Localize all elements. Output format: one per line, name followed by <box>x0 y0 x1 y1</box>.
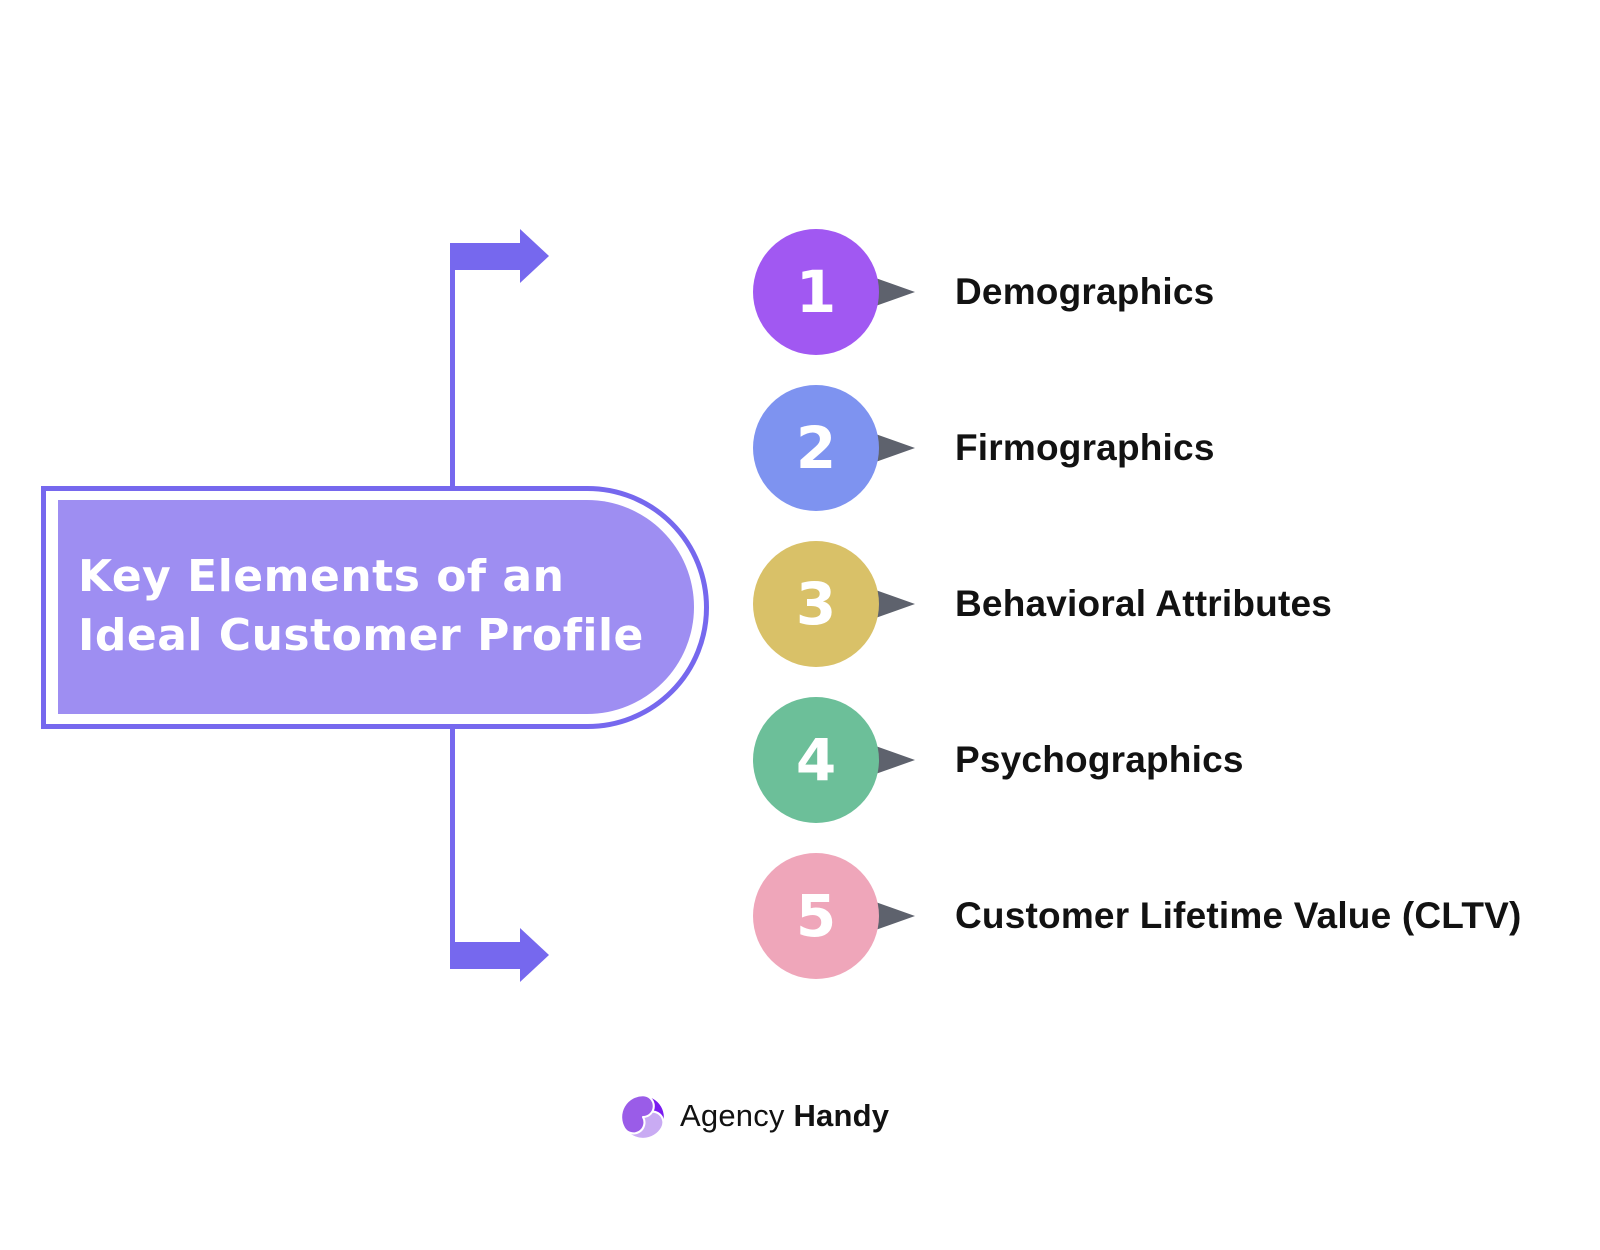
list-item-cltv: 5 Customer Lifetime Value (CLTV) <box>753 853 1522 979</box>
list-item-firmographics: 2 Firmographics <box>753 385 1215 511</box>
item-label: Demographics <box>955 271 1215 312</box>
list-item-psychographics: 4 Psychographics <box>753 697 1244 823</box>
brand-name-bold: Handy <box>793 1098 890 1133</box>
item-number-badge: 3 <box>753 541 879 667</box>
item-number: 4 <box>795 726 837 794</box>
top-arrow-head <box>520 229 549 283</box>
brand-name-regular: Agency <box>680 1098 785 1133</box>
bottom-arrow-icon <box>450 928 549 982</box>
title-banner: Key Elements of an Ideal Customer Profil… <box>41 486 709 729</box>
item-number-badge: 2 <box>753 385 879 511</box>
item-number-badge: 4 <box>753 697 879 823</box>
title-banner-fill: Key Elements of an Ideal Customer Profil… <box>58 500 694 714</box>
bottom-arrow-head <box>520 928 549 982</box>
item-number-badge: 5 <box>753 853 879 979</box>
top-arrow-icon <box>450 229 549 283</box>
item-label: Behavioral Attributes <box>955 583 1333 624</box>
brand-name: Agency Handy <box>680 1098 889 1134</box>
item-number: 3 <box>795 570 837 638</box>
list-item-behavioral-attributes: 3 Behavioral Attributes <box>753 541 1332 667</box>
item-label: Firmographics <box>955 427 1215 468</box>
bottom-arrow-shaft <box>450 941 520 969</box>
item-number: 1 <box>795 258 837 326</box>
agency-handy-logo-icon <box>620 1094 666 1140</box>
page-title-line2: Ideal Customer Profile <box>78 610 644 661</box>
item-label: Psychographics <box>955 739 1244 780</box>
item-label: Customer Lifetime Value (CLTV) <box>955 895 1522 936</box>
list-item-demographics: 1 Demographics <box>753 229 1214 355</box>
item-number: 5 <box>795 882 837 950</box>
brand-footer: Agency Handy <box>617 1090 889 1142</box>
item-number: 2 <box>795 414 837 482</box>
page-title-line1: Key Elements of an <box>78 551 565 603</box>
item-number-badge: 1 <box>753 229 879 355</box>
top-arrow-shaft <box>450 242 520 270</box>
